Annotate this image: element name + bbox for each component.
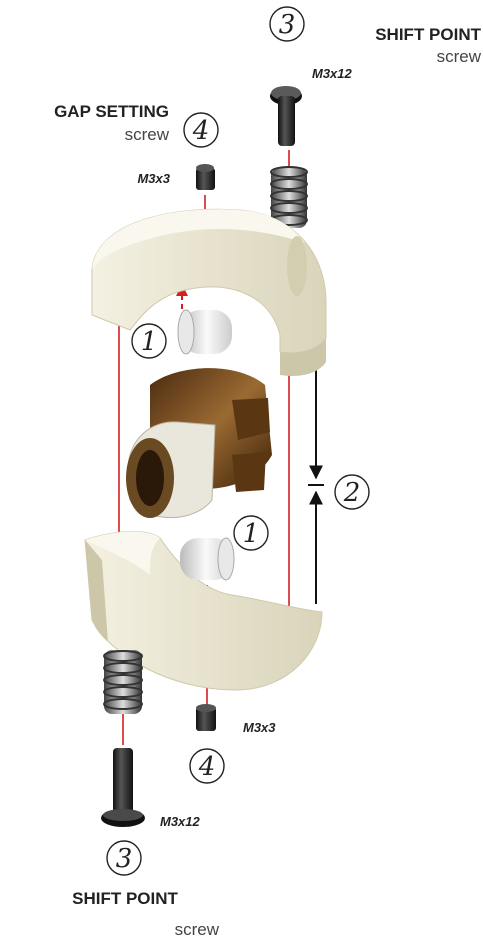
shift-point-bottom-sub: screw xyxy=(175,920,220,939)
gap-dimension xyxy=(302,352,324,604)
bottom-shift-screw xyxy=(101,748,145,827)
callout-bottom-screw: 3 xyxy=(107,841,141,875)
m3x12-bottom-label: M3x12 xyxy=(160,814,201,829)
bottom-spring xyxy=(104,650,142,714)
top-spring xyxy=(271,167,307,228)
shift-point-bottom-title: SHIFT POINT xyxy=(72,889,178,908)
callout-pin-top: 1 xyxy=(132,324,166,358)
m3x3-bottom-label: M3x3 xyxy=(243,720,276,735)
svg-text:3: 3 xyxy=(116,844,133,874)
top-gap-set-screw xyxy=(196,164,215,190)
upper-pin xyxy=(178,310,232,354)
gap-setting-sub: screw xyxy=(125,125,170,144)
callout-gap-screw-top: 4 xyxy=(184,113,218,147)
callout-top-screw: 3 xyxy=(270,7,304,41)
m3x12-top-label: M3x12 xyxy=(312,66,353,81)
callout-pin-bottom: 1 xyxy=(234,516,268,550)
svg-text:1: 1 xyxy=(141,327,158,357)
bronze-bushing xyxy=(126,368,272,518)
gap-setting-title: GAP SETTING xyxy=(54,102,169,121)
m3x3-top-label: M3x3 xyxy=(137,171,170,186)
svg-text:2: 2 xyxy=(343,478,361,508)
lower-pin xyxy=(180,538,234,580)
bottom-gap-set-screw xyxy=(196,704,216,731)
svg-text:4: 4 xyxy=(198,752,216,782)
callout-gap: 2 xyxy=(335,475,369,509)
svg-text:1: 1 xyxy=(243,519,260,549)
top-shift-screw xyxy=(270,86,302,146)
svg-text:4: 4 xyxy=(192,116,210,146)
callout-gap-screw-bottom: 4 xyxy=(190,749,224,783)
shift-point-top-title: SHIFT POINT xyxy=(375,25,481,44)
svg-text:3: 3 xyxy=(279,10,296,40)
shift-point-top-sub: screw xyxy=(437,47,482,66)
